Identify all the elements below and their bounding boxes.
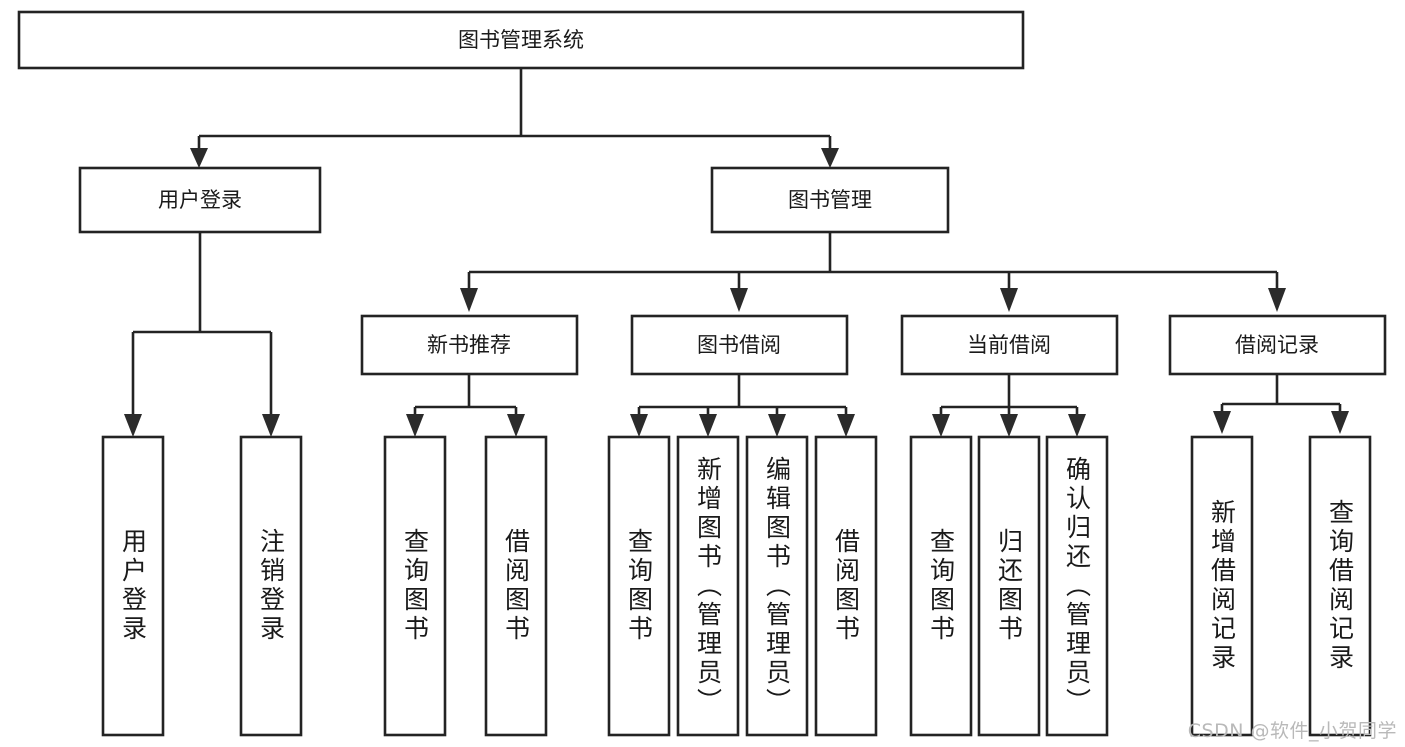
arrowhead-level2-2: [821, 148, 839, 168]
node-current-borrow[interactable]: 当前借阅: [900, 314, 1119, 376]
arrowhead-record-1: [1213, 411, 1231, 434]
node-root-box[interactable]: [17, 10, 1025, 70]
node-current-borrow-label: 当前借阅: [967, 333, 1051, 357]
arrowhead-current-3: [1068, 414, 1086, 437]
leaf-box-recommend-1[interactable]: [484, 435, 548, 737]
node-borrow-record[interactable]: 借阅记录: [1168, 314, 1387, 376]
node-new-book-recommend-box[interactable]: [360, 314, 579, 376]
leaf-box-borrow-1[interactable]: [676, 435, 740, 737]
arrowhead-level2-1: [190, 148, 208, 168]
leaf-box-user-login-0[interactable]: [101, 435, 165, 737]
leaf-box-user-login-1[interactable]: [239, 435, 303, 737]
arrowhead-user-login-2: [262, 414, 280, 437]
arrowhead-level3-1: [460, 288, 478, 312]
watermark-text: CSDN @软件_小贺同学: [1187, 720, 1397, 742]
arrowhead-borrow-4: [837, 414, 855, 437]
leaf-box-current-1[interactable]: [977, 435, 1041, 737]
node-user-login[interactable]: 用户登录: [78, 166, 322, 234]
arrowhead-borrow-1: [630, 414, 648, 437]
arrowhead-record-2: [1331, 411, 1349, 434]
leaf-box-record-0[interactable]: [1190, 435, 1254, 737]
leaf-box-borrow-2[interactable]: [745, 435, 809, 737]
node-book-management-box[interactable]: [710, 166, 950, 234]
leaf-box-record-1[interactable]: [1308, 435, 1372, 737]
node-user-login-label: 用户登录: [158, 188, 242, 212]
node-new-book-recommend[interactable]: 新书推荐: [360, 314, 579, 376]
node-book-borrow-label: 图书借阅: [697, 333, 781, 357]
leaf-box-borrow-3[interactable]: [814, 435, 878, 737]
node-book-borrow[interactable]: 图书借阅: [630, 314, 849, 376]
node-borrow-record-box[interactable]: [1168, 314, 1387, 376]
leaf-box-recommend-0[interactable]: [383, 435, 447, 737]
leaf-box-current-0[interactable]: [909, 435, 973, 737]
node-borrow-record-label: 借阅记录: [1235, 333, 1319, 357]
node-book-management[interactable]: 图书管理: [710, 166, 950, 234]
arrowhead-borrow-3: [768, 414, 786, 437]
node-book-management-label: 图书管理: [788, 188, 872, 212]
arrowhead-user-login-1: [124, 414, 142, 437]
leaf-box-borrow-0[interactable]: [607, 435, 671, 737]
arrowhead-current-1: [932, 414, 950, 437]
arrowhead-level3-3: [1000, 288, 1018, 312]
node-root[interactable]: 图书管理系统: [17, 10, 1025, 70]
node-new-book-recommend-label: 新书推荐: [427, 333, 511, 357]
arrowhead-borrow-2: [699, 414, 717, 437]
arrowhead-current-2: [1000, 414, 1018, 437]
node-book-borrow-box[interactable]: [630, 314, 849, 376]
node-root-label: 图书管理系统: [458, 28, 584, 52]
arrowhead-recommend-2: [507, 414, 525, 437]
node-current-borrow-box[interactable]: [900, 314, 1119, 376]
arrowhead-recommend-1: [406, 414, 424, 437]
arrowhead-level3-2: [730, 288, 748, 312]
leaf-box-current-2[interactable]: [1045, 435, 1109, 737]
arrowhead-level3-4: [1268, 288, 1286, 312]
